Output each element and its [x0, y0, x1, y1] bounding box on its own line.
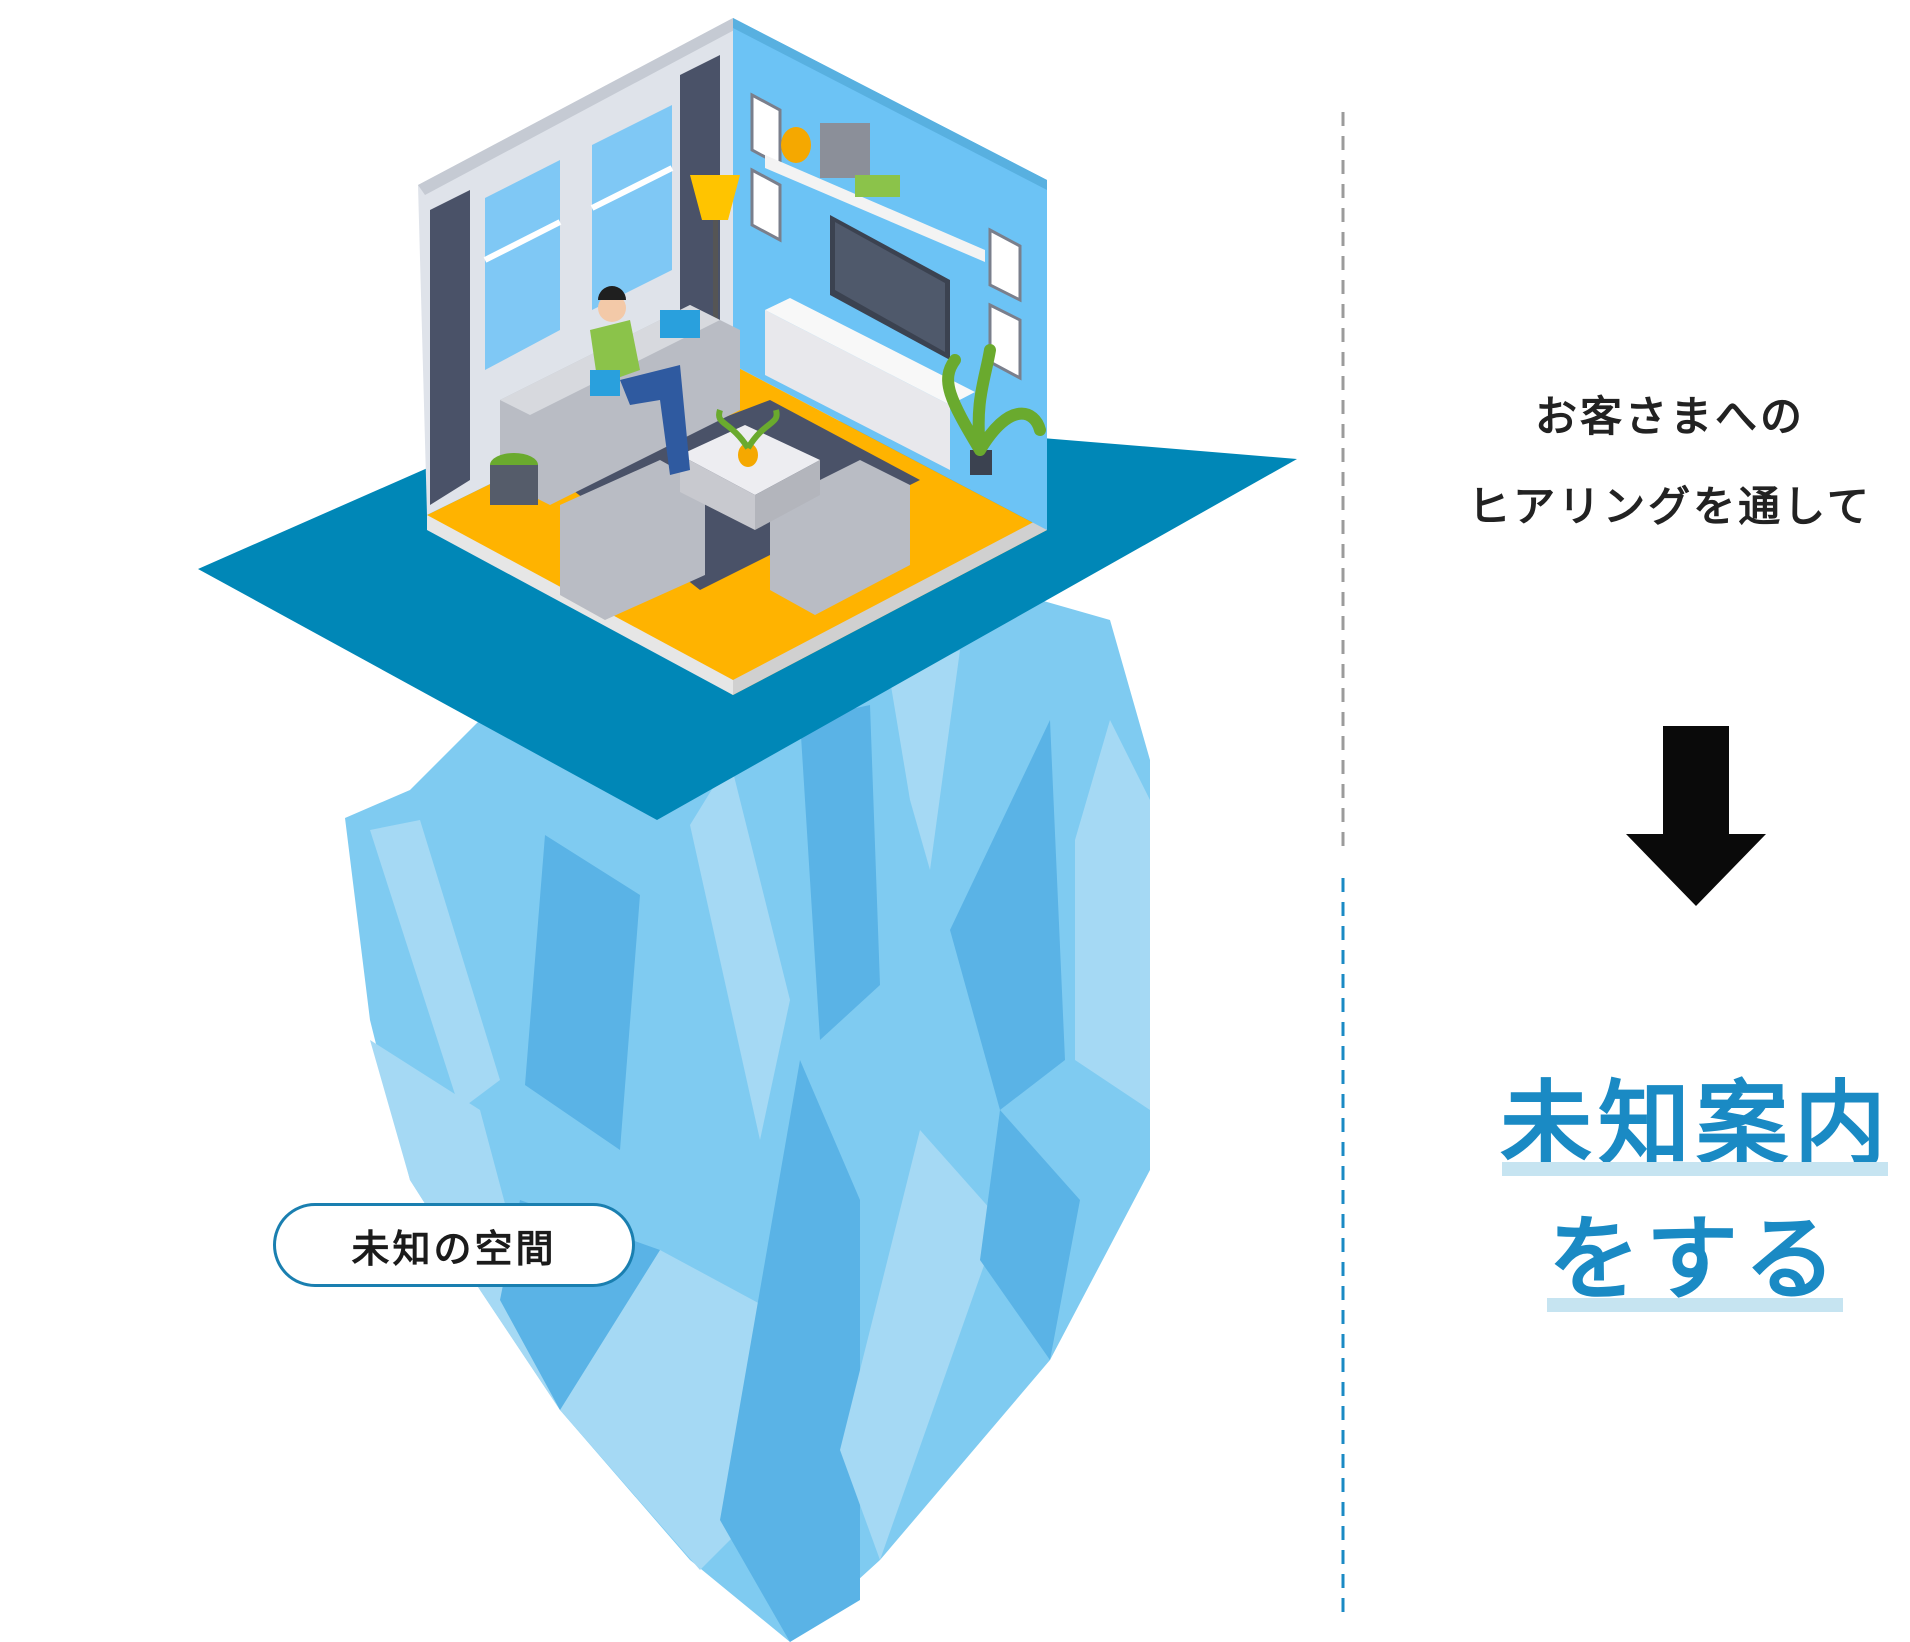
isometric-living-room-illustration: [418, 18, 1047, 695]
result-line-1: 未知案内: [1500, 1071, 1893, 1178]
hearing-caption: お客さまへの ヒアリングを通して: [1430, 372, 1910, 552]
hearing-line-1: お客さまへの: [1534, 392, 1805, 441]
result-line-2: をする: [1547, 1206, 1842, 1313]
unknown-space-label: 未知の空間: [273, 1203, 635, 1287]
arrow-down-icon: [1626, 726, 1766, 906]
hearing-line-2: ヒアリングを通して: [1468, 482, 1872, 531]
highlight-underline-2: [1547, 1298, 1843, 1312]
highlight-underline-1: [1502, 1162, 1888, 1176]
